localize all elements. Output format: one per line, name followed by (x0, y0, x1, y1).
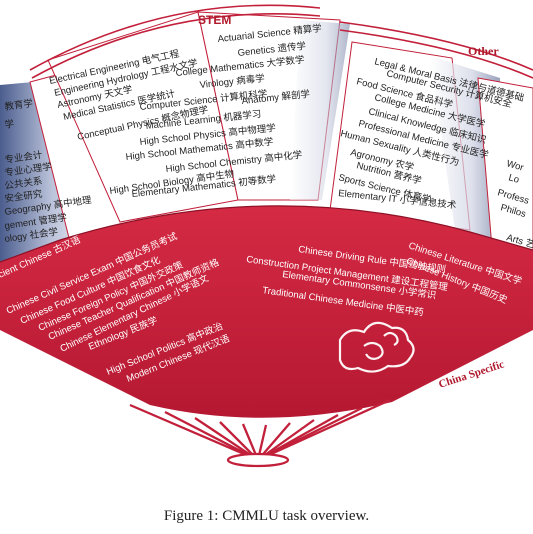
fan-paper (0, 11, 533, 263)
fan-ribs (129, 398, 391, 462)
humanities-item: 公共关系 (4, 175, 43, 192)
category-label-stem: STEM (198, 13, 231, 27)
cloud-ornament (338, 321, 415, 373)
humanities-item: 学 (4, 118, 15, 131)
fan-pivot (226, 452, 290, 468)
fan-top-edge (29, 4, 533, 79)
fan-red-band-edge (0, 205, 533, 263)
far-right-item: Wor (505, 158, 525, 173)
humanities-item: 安全研究 (4, 188, 44, 205)
humanities-item: 专业会计 (4, 149, 44, 166)
far-right-item: Lo (507, 172, 520, 185)
panel-shade-mid (290, 20, 350, 200)
fan-figure: STEM Other China Specific 教育学 学 专业会计 专业心… (0, 4, 533, 468)
category-label-other: Other (468, 44, 499, 58)
humanities-item: 教育学 (4, 97, 34, 113)
panel-far-right (477, 77, 533, 263)
figure-caption: Figure 1: CMMLU task overview. (163, 508, 370, 524)
